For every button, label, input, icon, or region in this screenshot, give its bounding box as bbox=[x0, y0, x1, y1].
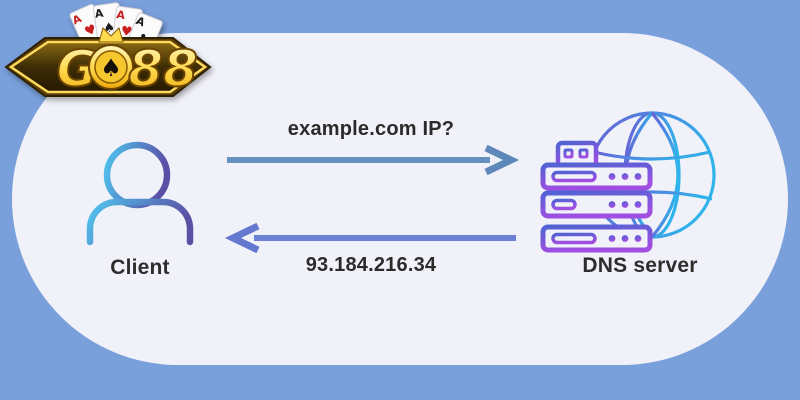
client-label: Client bbox=[110, 256, 170, 279]
client-icon bbox=[86, 141, 194, 246]
go88-logo: A ♥ A ♠ A ♥ A ♣ bbox=[3, 0, 215, 102]
client-shoulders bbox=[86, 198, 194, 246]
query-arrow-icon bbox=[227, 144, 520, 176]
response-label: 93.184.216.34 bbox=[305, 254, 437, 276]
client-head bbox=[103, 141, 171, 209]
query-label: example.com IP? bbox=[287, 118, 455, 140]
svg-text:88: 88 bbox=[128, 40, 198, 98]
svg-text:A: A bbox=[94, 7, 105, 21]
response-arrow-icon bbox=[224, 222, 516, 254]
svg-text:A: A bbox=[116, 8, 127, 22]
spade-chip-icon: ♠ bbox=[88, 44, 134, 90]
svg-text:♥: ♥ bbox=[82, 22, 99, 40]
logo-text: G ♠ 88 bbox=[55, 39, 198, 99]
dns-server-icon bbox=[540, 111, 716, 253]
svg-text:♠: ♠ bbox=[100, 54, 122, 82]
dns-server-label: DNS server bbox=[582, 254, 698, 277]
go88-logo-graphic: A ♥ A ♠ A ♥ A ♣ bbox=[4, 2, 212, 99]
crown-icon bbox=[98, 27, 124, 43]
server-rack bbox=[540, 140, 653, 253]
